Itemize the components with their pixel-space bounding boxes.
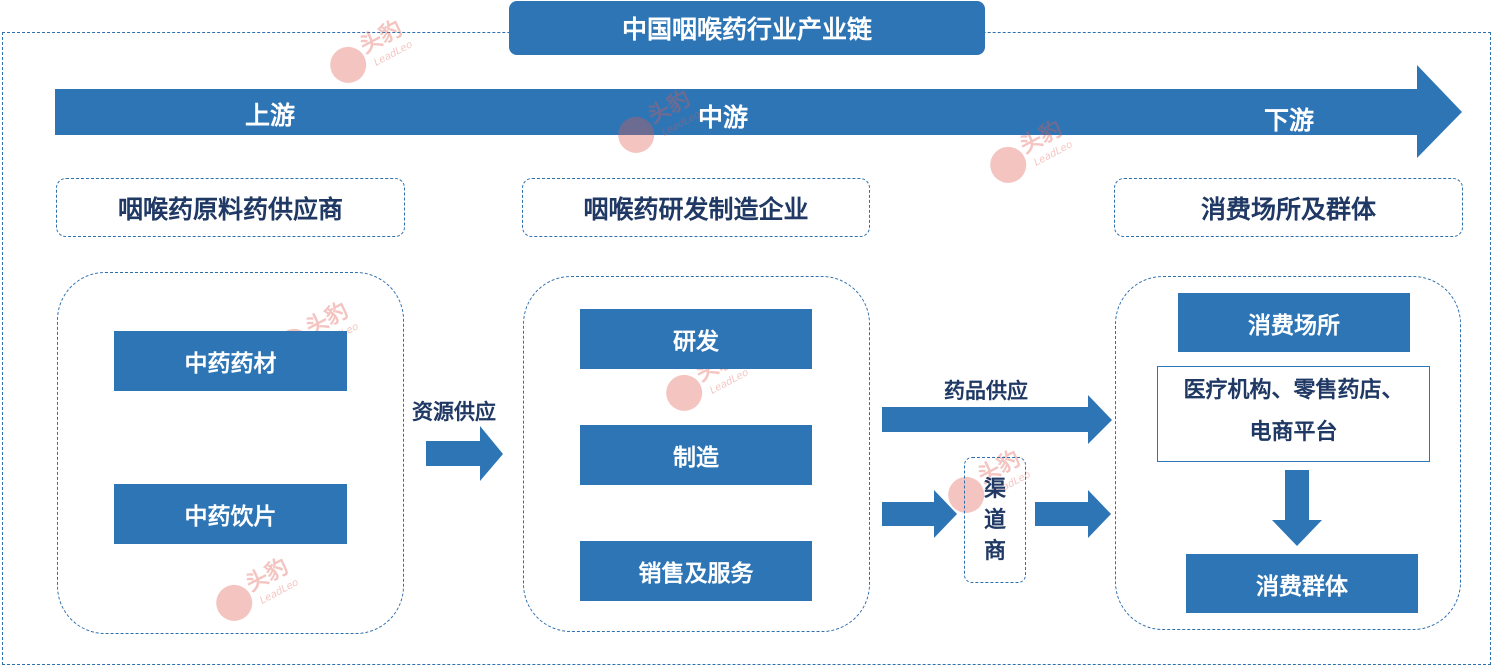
downstream-group bbox=[1115, 276, 1461, 630]
watermark-logo: 头豹 LeadLeo bbox=[312, 10, 432, 90]
watermark-logo: 头豹 LeadLeo bbox=[600, 80, 720, 160]
value-chain-arrow bbox=[55, 65, 1462, 158]
diagram-title: 中国咽喉药行业产业链 bbox=[509, 1, 985, 55]
channel-char-3: 商 bbox=[983, 538, 1006, 564]
leopard-icon: 头豹 LeadLeo bbox=[216, 553, 301, 621]
leopard-icon: 头豹 LeadLeo bbox=[330, 15, 415, 83]
drug-supply-arrow bbox=[882, 395, 1112, 444]
downstream-venue-detail: 医疗机构、零售药店、 电商平台 bbox=[1157, 366, 1430, 462]
upstream-group bbox=[57, 272, 404, 634]
venue-to-group-arrow bbox=[1272, 470, 1322, 546]
venue-detail-line-1: 医疗机构、零售药店、 bbox=[1183, 378, 1404, 403]
category-midstream: 咽喉药研发制造企业 bbox=[522, 178, 870, 237]
to-channel-arrow bbox=[882, 490, 957, 538]
upstream-item-decoction-pieces: 中药饮片 bbox=[114, 484, 347, 544]
leopard-icon: 头豹 LeadLeo bbox=[618, 85, 703, 153]
watermark-logo: 头豹 LeadLeo bbox=[648, 338, 768, 418]
midstream-item-sales-service: 销售及服务 bbox=[580, 541, 812, 601]
midstream-item-rd: 研发 bbox=[580, 309, 812, 369]
watermark-logo: 头豹 LeadLeo bbox=[198, 548, 318, 628]
leopard-icon: 头豹 LeadLeo bbox=[666, 343, 751, 411]
downstream-venue: 消费场所 bbox=[1178, 293, 1410, 352]
category-upstream: 咽喉药原料药供应商 bbox=[56, 178, 405, 237]
category-downstream: 消费场所及群体 bbox=[1114, 178, 1463, 237]
midstream-item-manufacturing: 制造 bbox=[580, 425, 812, 485]
leopard-icon: 头豹 LeadLeo bbox=[990, 115, 1075, 183]
resource-supply-label: 资源供应 bbox=[412, 400, 496, 424]
watermark-logo: 头豹 LeadLeo bbox=[930, 440, 1050, 520]
venue-detail-line-2: 电商平台 bbox=[1249, 420, 1338, 445]
midstream-group bbox=[523, 276, 870, 632]
stage-midstream-label: 中游 bbox=[697, 103, 748, 132]
channel-distributor: 渠 道 商 bbox=[964, 457, 1026, 583]
channel-to-downstream-arrow bbox=[1035, 490, 1111, 538]
stage-downstream-label: 下游 bbox=[1263, 106, 1314, 135]
resource-supply-arrow bbox=[426, 426, 503, 481]
watermark-logo: 头豹 LeadLeo bbox=[972, 110, 1092, 190]
channel-char-1: 渠 bbox=[983, 476, 1006, 502]
upstream-item-herbs: 中药药材 bbox=[114, 331, 347, 391]
leopard-icon: 头豹 LeadLeo bbox=[948, 445, 1033, 513]
drug-supply-label: 药品供应 bbox=[944, 379, 1028, 403]
stage-upstream-label: 上游 bbox=[244, 101, 295, 130]
downstream-consumer-group: 消费群体 bbox=[1186, 554, 1418, 613]
channel-char-2: 道 bbox=[983, 507, 1006, 533]
